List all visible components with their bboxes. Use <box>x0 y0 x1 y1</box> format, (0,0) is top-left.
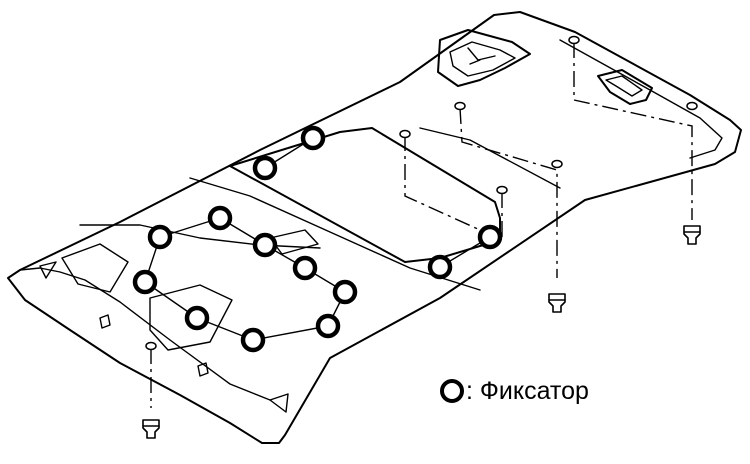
seam-line-3 <box>79 224 321 249</box>
leader-front-mid <box>459 107 558 278</box>
fixator-ring-icon <box>184 305 210 331</box>
fixator-ring-icon <box>300 125 326 151</box>
slot-cutout-1 <box>99 314 111 329</box>
seam-line-2 <box>419 127 561 189</box>
fixator-ring-icon <box>292 255 318 281</box>
rear-edge-trim <box>19 267 271 401</box>
rear-recess-inner <box>149 284 233 351</box>
fixator-ring-icon <box>147 224 173 250</box>
console-detail <box>467 47 496 65</box>
push-clip-icon <box>142 419 160 439</box>
fixator-ring-icon <box>207 205 233 231</box>
bolt-hole <box>399 129 411 139</box>
dome-light-cutout <box>269 229 319 255</box>
fixator-ring-icon <box>477 224 503 250</box>
push-clip-icon <box>683 225 701 245</box>
bolt-hole <box>568 35 580 45</box>
push-clip-icon <box>548 293 566 313</box>
leader-center <box>404 135 503 240</box>
fixator-ring-icon <box>315 313 341 339</box>
headliner-outline <box>7 11 742 444</box>
fixator-ring-icon <box>252 155 278 181</box>
console-recess <box>437 29 531 87</box>
fixator-ring-icon <box>240 327 266 353</box>
fixator-ring-icon <box>132 269 158 295</box>
leader-front-right <box>573 42 693 220</box>
front-edge-trim <box>559 39 723 159</box>
visor-pocket <box>597 69 653 105</box>
fixator-ring-icon <box>332 279 358 305</box>
bolt-hole <box>551 159 563 169</box>
fixator-ring-icon <box>440 379 464 403</box>
fixator-ring-icon <box>252 232 278 258</box>
bolt-hole <box>454 101 466 111</box>
rear-tab-left <box>39 261 57 279</box>
legend-label: : Фиксатор <box>466 376 589 405</box>
bolt-hole <box>145 341 157 351</box>
console-inner <box>449 41 516 77</box>
sunroof-opening <box>229 127 501 263</box>
rear-tab-right <box>269 393 289 413</box>
legend: : Фиксатор <box>440 374 589 408</box>
bolt-hole <box>496 185 508 195</box>
fixator-link <box>144 217 346 341</box>
slot-cutout-2 <box>197 362 209 377</box>
visor-pocket-inner <box>605 75 643 97</box>
fixator-ring-icon <box>427 254 453 280</box>
rear-recess-left <box>61 243 129 293</box>
bolt-hole <box>686 101 698 111</box>
